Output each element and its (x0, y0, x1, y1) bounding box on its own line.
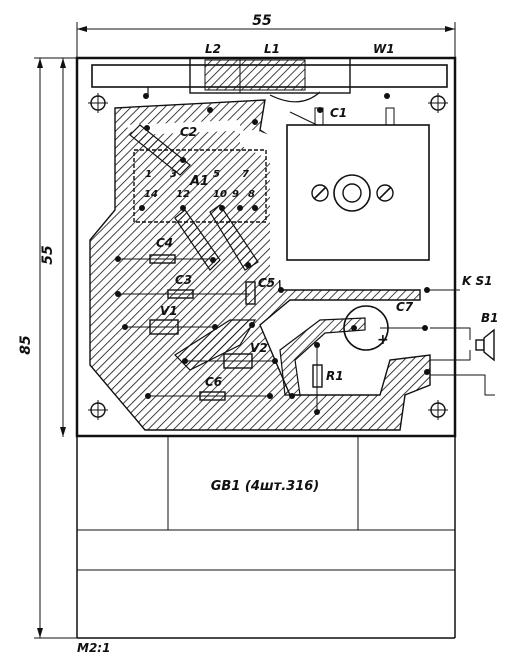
solder-pads (115, 93, 430, 415)
label-A1: A1 (189, 174, 209, 189)
label-L1: L1 (264, 42, 280, 56)
polarity-mark: + (377, 332, 389, 348)
pin-5: 5 (213, 169, 220, 180)
pin-8: 8 (248, 189, 255, 200)
total-height-dimension: 85 (18, 335, 34, 355)
trace-12 (174, 209, 221, 271)
label-V2: V2 (250, 341, 268, 355)
label-K-S1: K S1 (462, 274, 492, 288)
label-C6: C6 (205, 375, 222, 389)
chip-a1: A1 1 3 5 7 14 12 10 9 8 (133, 149, 267, 223)
battery-label: GB1 (4шт.316) (211, 479, 320, 494)
label-W1: W1 (373, 42, 395, 56)
battery-compartment: GB1 (4шт.316) (76, 436, 456, 639)
dimension-left-board: 55 (40, 57, 78, 437)
label-L2: L2 (205, 42, 221, 56)
label-R1: R1 (326, 369, 344, 383)
pin-10: 10 (213, 189, 227, 200)
pin-12: 12 (176, 189, 190, 200)
label-C7: C7 (396, 300, 414, 314)
label-B1: B1 (481, 311, 499, 325)
pin-14: 14 (144, 189, 158, 200)
trace-v2 (174, 319, 257, 371)
width-dimension: 55 (252, 13, 272, 29)
board-height-dimension: 55 (40, 245, 56, 265)
label-C2: C2 (180, 125, 197, 139)
component-bodies (118, 254, 495, 412)
pin-7: 7 (242, 169, 249, 180)
mounting-holes (88, 93, 448, 420)
label-C4: C4 (156, 236, 173, 250)
scale-label: M2:1 (77, 641, 110, 655)
capacitor-c1: C1 (286, 106, 430, 261)
pin-1: 1 (145, 169, 152, 180)
inductor-assembly: L2 L1 W1 (91, 42, 448, 103)
dimension-top: 55 (76, 13, 456, 58)
label-V1: V1 (160, 304, 178, 318)
label-C3: C3 (175, 273, 192, 287)
pin-3: 3 (170, 169, 177, 180)
pin-9: 9 (232, 189, 239, 200)
trace-10-9 (209, 204, 259, 271)
label-C1: C1 (330, 106, 347, 120)
dimension-left-total: 85 (18, 57, 77, 639)
label-C5: C5 (258, 276, 275, 290)
